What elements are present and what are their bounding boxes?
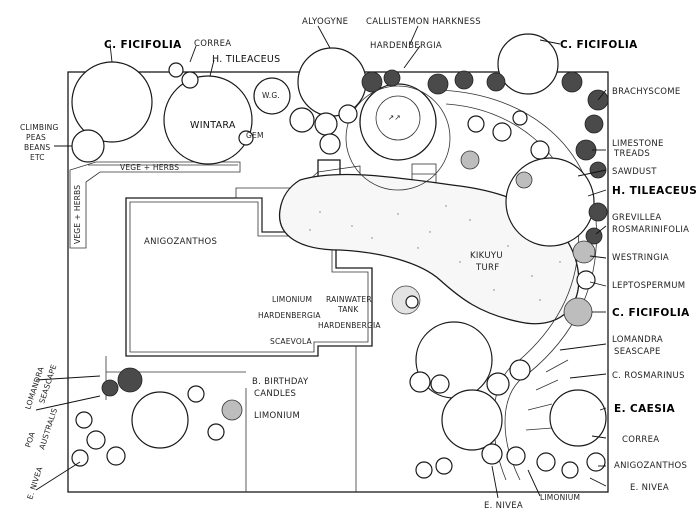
lomandra-tree-lower (441, 389, 503, 451)
label-e-nivea-left: E. NIVEA (25, 465, 44, 501)
label-b-birthday-2: CANDLES (254, 389, 296, 399)
label-h-tileaceus-right: H. TILEACEUS (612, 185, 697, 197)
kikuyu-turf-lawn (278, 173, 580, 325)
label-climbing-4: ETC (30, 153, 45, 162)
label-limonium-low: LIMONIUM (254, 411, 300, 421)
label-e-nivea-bottom: E. NIVEA (484, 501, 523, 511)
label-callistemon-harkness: CALLISTEMON HARKNESS (366, 17, 481, 27)
label-limestone-1: LIMESTONE (612, 139, 664, 149)
grey-shrubs (101, 150, 596, 421)
label-alyogyne: ALYOGYNE (302, 17, 348, 27)
dark-shrub-row-top (361, 69, 609, 245)
courtyard-mark: ↗↗ (388, 113, 401, 122)
label-climbing-2: PEAS (26, 133, 46, 142)
label-rainwater-1: RAINWATER (326, 295, 372, 304)
label-hardenbergia-top: HARDENBERGIA (370, 41, 442, 51)
label-hardenbergia-mid1: HARDENBERGIA (258, 311, 321, 320)
label-wg: W.G. (262, 91, 280, 100)
label-scaevola: SCAEVOLA (270, 337, 313, 346)
label-rainwater-2: TANK (337, 305, 359, 314)
courtyard-ring (345, 85, 451, 191)
label-grevillea: GREVILLEA (612, 213, 662, 223)
leader-lines (35, 25, 607, 499)
label-limonium-bottom: LIMONIUM (540, 493, 580, 502)
h-tileaceus-tree-right (505, 157, 595, 247)
label-c-ficifolia-top-right: C. FICIFOLIA (560, 39, 638, 51)
label-c-ficifolia-top-left: C. FICIFOLIA (104, 39, 182, 51)
vege-herbs-bed (69, 161, 241, 249)
label-lomandra-right-1: LOMANDRA (612, 335, 663, 345)
small-shrub-clusters (71, 62, 606, 479)
label-leptospermum: LEPTOSPERMUM (612, 281, 685, 291)
alyogyne-tree (297, 47, 367, 117)
front-garden-tree (131, 391, 189, 449)
label-vege-herbs-side: VEGE + HERBS (73, 185, 82, 244)
climbing-peas-shrub (71, 129, 105, 163)
label-hardenbergia-mid2: HARDENBERGIA (318, 321, 381, 330)
wg-shrub (253, 77, 291, 115)
label-e-nivea-right: E. NIVEA (630, 483, 669, 493)
label-sawdust: SAWDUST (612, 167, 657, 177)
label-lomandra-right-2: SEASCAPE (614, 347, 661, 357)
turf-stipple (309, 205, 561, 301)
label-b-birthday-1: B. BIRTHDAY (252, 377, 309, 387)
label-climbing-1: CLIMBING (20, 123, 58, 132)
label-poa-2: AUSTRALIS (37, 407, 59, 451)
label-c-rosmarinus: C. ROSMARINUS (612, 371, 685, 381)
label-correa-right: CORREA (622, 435, 659, 445)
label-westringia: WESTRINGIA (612, 253, 669, 263)
label-anigozanthos-right: ANIGOZANTHOS (614, 461, 687, 471)
house-inner-outline (129, 201, 369, 353)
label-rosmarinifolia: ROSMARINIFOLIA (612, 225, 689, 235)
limestone-treads (525, 359, 569, 431)
label-h-tileaceus-top: H. TILEACEUS (212, 54, 280, 65)
label-correa-top: CORREA (194, 39, 231, 49)
label-climbing-3: BEANS (24, 143, 50, 152)
label-brachyscome: BRACHYSCOME (612, 87, 681, 97)
label-limestone-2: TREADS (613, 149, 650, 159)
label-limonium-mid: LIMONIUM (272, 295, 312, 304)
c-ficifolia-tree-top-right (497, 33, 559, 95)
courtyard-circle (359, 83, 437, 161)
label-vege-herbs-top: VEGE + HERBS (120, 163, 179, 172)
courtyard-centre (375, 95, 421, 141)
label-wintara: WINTARA (190, 120, 236, 131)
e-caesia-tree (549, 389, 607, 447)
label-anigozanthos-house: ANIGOZANTHOS (144, 237, 217, 247)
label-kikuyu-2: TURF (475, 263, 499, 273)
h-tileaceus-tree-top (163, 75, 253, 165)
label-gem: GEM (246, 131, 264, 140)
label-poa-1: POA (23, 430, 37, 449)
label-kikuyu-1: KIKUYU (470, 251, 503, 261)
label-c-ficifolia-right: C. FICIFOLIA (612, 307, 690, 319)
label-e-caesia: E. CAESIA (614, 403, 675, 415)
